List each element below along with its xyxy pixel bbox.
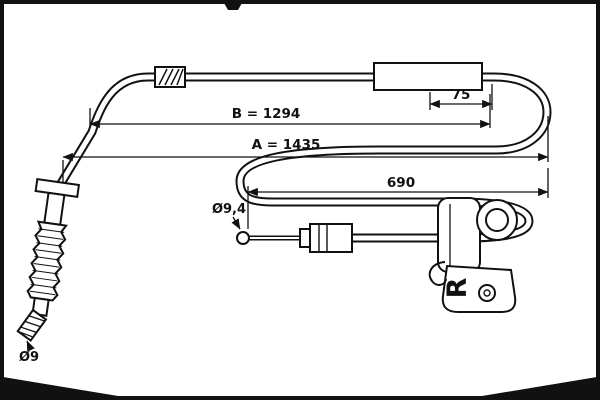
adjuster-cylinder [309, 223, 353, 253]
guide-ring-inner [485, 208, 509, 232]
bottom-right-registration-mark [482, 377, 597, 396]
mounting-hole-center [483, 289, 491, 297]
bellows-ridges [29, 228, 65, 296]
rod-collar [299, 228, 311, 248]
bracket-mechanism: R [428, 197, 518, 313]
thread-hatch [28, 315, 45, 322]
thread-hatch [18, 331, 33, 338]
ball-diameter-label: Ø9,4 [212, 202, 246, 217]
thread-hatch [24, 320, 41, 328]
crimp-band [154, 66, 186, 88]
dimension-75-label: 75 [452, 87, 471, 103]
dimension-b-label: B = 1294 [232, 106, 301, 122]
protective-sleeve [373, 62, 483, 91]
top-registration-mark [224, 3, 242, 10]
thread-hatch [20, 326, 37, 334]
bottom-left-registration-mark [3, 377, 118, 396]
dimension-690-label: 690 [387, 175, 415, 191]
dimension-b: B = 1294 [89, 94, 491, 129]
ball-diameter-callout: Ø9,4 [212, 202, 246, 230]
dimension-75: 75 [429, 84, 493, 110]
adjuster-assembly [236, 223, 353, 253]
threaded-end [16, 308, 48, 342]
crimp-hatch [170, 68, 180, 86]
retainer-hook [428, 261, 447, 286]
crimp-hatch [176, 68, 184, 86]
boot-neck [43, 191, 66, 226]
thread-diameter-callout: Ø9 [19, 340, 39, 365]
threaded-end-body [16, 308, 48, 342]
dimension-a: A = 1435 [62, 116, 549, 182]
boot-assembly [16, 178, 81, 342]
dimension-690: 690 [247, 168, 549, 229]
mechanism-body [437, 197, 481, 273]
leader-line [231, 216, 241, 230]
leader-line [26, 340, 35, 352]
dimension-a-label: A = 1435 [252, 137, 321, 153]
thread-diameter-label: Ø9 [19, 350, 39, 365]
crimp-hatch [164, 68, 174, 86]
r-orientation-marking: R [442, 277, 473, 298]
ball-end [236, 231, 250, 245]
crimp-hatch [158, 68, 168, 86]
